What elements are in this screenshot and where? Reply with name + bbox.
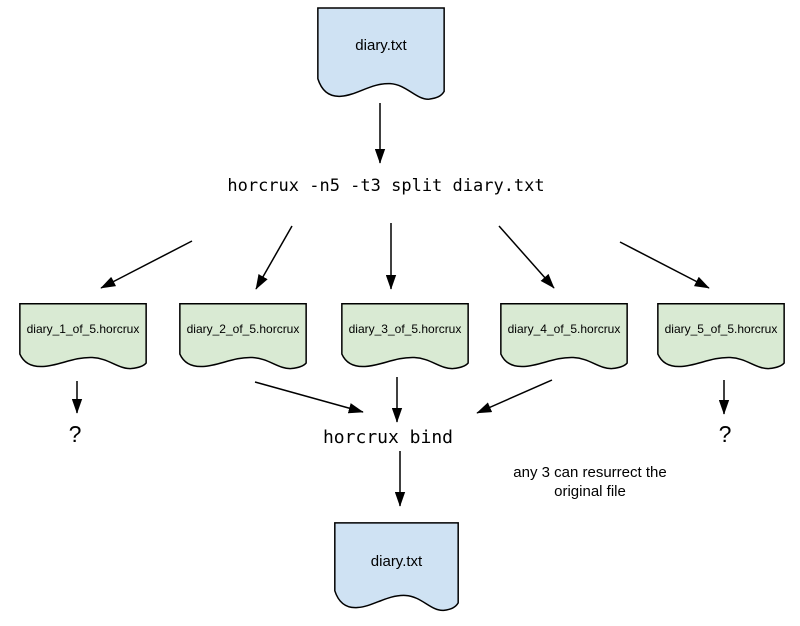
bind-command-text: horcrux bind xyxy=(322,427,454,448)
output-file-label: diary.txt xyxy=(370,552,423,570)
arrow-split-to-part-5 xyxy=(619,241,710,289)
source-file-label: diary.txt xyxy=(355,37,407,54)
document-shape-icon xyxy=(178,303,308,372)
part-5-label: diary_5_of_5.horcrux xyxy=(664,322,778,336)
threshold-note-line2: original file xyxy=(554,483,626,500)
document-shape-icon xyxy=(499,303,629,372)
split-command-text: horcrux -n5 -t3 split diary.txt xyxy=(227,176,545,196)
part-4-node: diary_4_of_5.horcrux xyxy=(499,303,629,372)
unknown-left-text: ? xyxy=(68,421,82,447)
arrow-part-2-to-bind xyxy=(254,381,364,414)
arrow-part-4-to-bind xyxy=(476,379,553,414)
part-2-node: diary_2_of_5.horcrux xyxy=(178,303,308,372)
part-5-node: diary_5_of_5.horcrux xyxy=(656,303,786,372)
document-shape-icon xyxy=(18,303,148,372)
part-1-label: diary_1_of_5.horcrux xyxy=(26,322,140,336)
threshold-note: any 3 can resurrect the original file xyxy=(488,463,692,501)
unknown-right-text: ? xyxy=(718,421,732,447)
part-3-node: diary_3_of_5.horcrux xyxy=(340,303,470,372)
document-shape-icon xyxy=(340,303,470,372)
part-1-node: diary_1_of_5.horcrux xyxy=(18,303,148,372)
document-shape-icon xyxy=(656,303,786,372)
arrow-split-to-part-4 xyxy=(498,225,555,289)
arrow-split-to-part-2 xyxy=(255,225,293,290)
document-shape-icon xyxy=(316,7,446,104)
document-shape-icon xyxy=(333,522,460,615)
threshold-note-line1: any 3 can resurrect the xyxy=(513,464,667,481)
part-4-label: diary_4_of_5.horcrux xyxy=(507,322,621,336)
part-3-label: diary_3_of_5.horcrux xyxy=(348,322,462,336)
part-2-label: diary_2_of_5.horcrux xyxy=(186,322,300,336)
source-file-node: diary.txt xyxy=(316,7,446,104)
output-file-node: diary.txt xyxy=(333,522,460,615)
arrow-split-to-part-1 xyxy=(100,240,193,289)
